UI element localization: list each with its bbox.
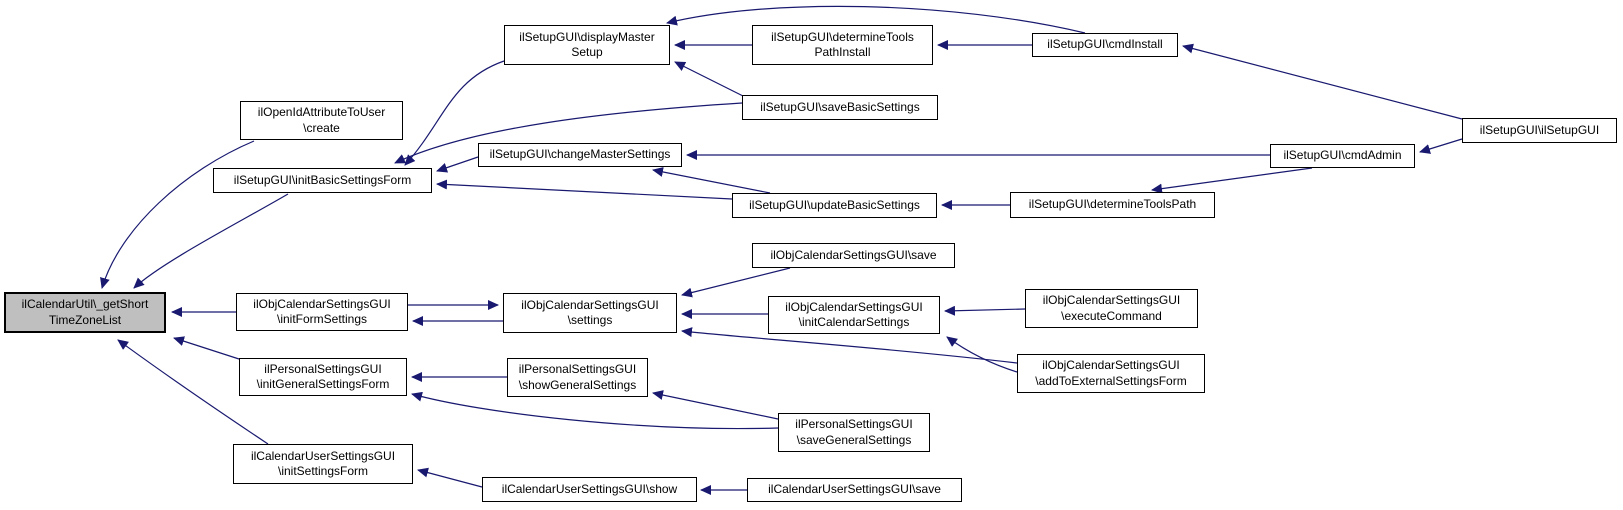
node-initGeneralSettingsForm[interactable]: ilPersonalSettingsGUI \initGeneralSettin…	[239, 358, 407, 396]
node-objCalSave[interactable]: ilObjCalendarSettingsGUI\save	[752, 243, 955, 268]
edge-setupCtor-to-cmdAdmin	[1419, 138, 1463, 154]
node-determineToolsPathInstall[interactable]: ilSetupGUI\determineTools PathInstall	[752, 25, 933, 65]
node-setupCtor[interactable]: ilSetupGUI\ilSetupGUI	[1462, 118, 1617, 143]
node-saveGeneralSettings[interactable]: ilPersonalSettingsGUI \saveGeneralSettin…	[778, 413, 930, 452]
edge-initBasicSettingsForm-to-getShortTimeZoneList	[133, 193, 289, 289]
edge-saveGeneralSettings-to-initGeneralSettingsForm	[411, 391, 779, 430]
node-initCalendarSettings[interactable]: ilObjCalendarSettingsGUI \initCalendarSe…	[768, 296, 940, 334]
edge-userInitSettingsForm-to-getShortTimeZoneList	[117, 339, 269, 445]
node-saveBasicSettings[interactable]: ilSetupGUI\saveBasicSettings	[742, 95, 938, 120]
node-userInitSettingsForm[interactable]: ilCalendarUserSettingsGUI \initSettingsF…	[233, 444, 413, 484]
edge-updateBasicSettings-to-initBasicSettingsForm	[436, 179, 733, 200]
edge-changeMasterSettings-to-initBasicSettingsForm	[436, 156, 479, 173]
node-objCalSettings[interactable]: ilObjCalendarSettingsGUI \settings	[503, 293, 677, 333]
edge-objCalSave-to-settings	[681, 267, 791, 298]
node-cmdAdmin[interactable]: ilSetupGUI\cmdAdmin	[1270, 144, 1415, 168]
edge-create-to-getShortTimeZoneList	[100, 140, 255, 289]
edge-cmdAdmin-to-determineToolsPath	[1151, 167, 1313, 194]
edge-saveBasicSettings-to-initBasicSettingsForm	[394, 102, 743, 164]
edge-addToExternalSettingsForm-to-settings	[681, 327, 1018, 364]
edge-initGeneralSettingsForm-to-getShortTimeZoneList	[173, 336, 240, 360]
node-addToExternalSettingsForm[interactable]: ilObjCalendarSettingsGUI \addToExternalS…	[1017, 354, 1205, 393]
edge-addToExternalSettingsForm-to-initCalendarSettings	[946, 336, 1018, 373]
edge-setupCtor-to-cmdInstall	[1182, 43, 1463, 120]
edge-saveBasicSettings-to-displayMasterSetup	[674, 61, 746, 98]
node-initBasicSettingsForm[interactable]: ilSetupGUI\initBasicSettingsForm	[213, 168, 432, 193]
edge-saveGeneralSettings-to-showGeneralSettings	[652, 390, 779, 420]
node-displayMasterSetup[interactable]: ilSetupGUI\displayMaster Setup	[504, 25, 670, 65]
edge-displayMasterSetup-to-initBasicSettingsForm	[404, 60, 505, 166]
node-userShow[interactable]: ilCalendarUserSettingsGUI\show	[482, 477, 697, 502]
node-showGeneralSettings[interactable]: ilPersonalSettingsGUI \showGeneralSettin…	[507, 358, 648, 397]
node-initFormSettings[interactable]: ilObjCalendarSettingsGUI \initFormSettin…	[236, 293, 408, 331]
edge-updateBasicSettings-to-changeMasterSettings	[652, 167, 771, 194]
node-getShortTimeZoneList[interactable]: ilCalendarUtil\_getShort TimeZoneList	[4, 292, 166, 333]
node-executeCommand[interactable]: ilObjCalendarSettingsGUI \executeCommand	[1025, 289, 1198, 328]
node-cmdInstall[interactable]: ilSetupGUI\cmdInstall	[1032, 33, 1178, 57]
node-changeMasterSettings[interactable]: ilSetupGUI\changeMasterSettings	[478, 143, 682, 167]
node-openIdCreate[interactable]: ilOpenIdAttributeToUser \create	[240, 101, 403, 140]
node-updateBasicSettings[interactable]: ilSetupGUI\updateBasicSettings	[732, 193, 937, 218]
edge-executeCommand-to-initCalendarSettings	[944, 305, 1026, 316]
edge-cmdInstall-to-displayMasterSetup	[666, 5, 1086, 34]
edge-userShow-to-userInitSettingsForm	[417, 467, 483, 488]
node-determineToolsPath[interactable]: ilSetupGUI\determineToolsPath	[1010, 192, 1215, 218]
node-userSave[interactable]: ilCalendarUserSettingsGUI\save	[747, 478, 962, 502]
